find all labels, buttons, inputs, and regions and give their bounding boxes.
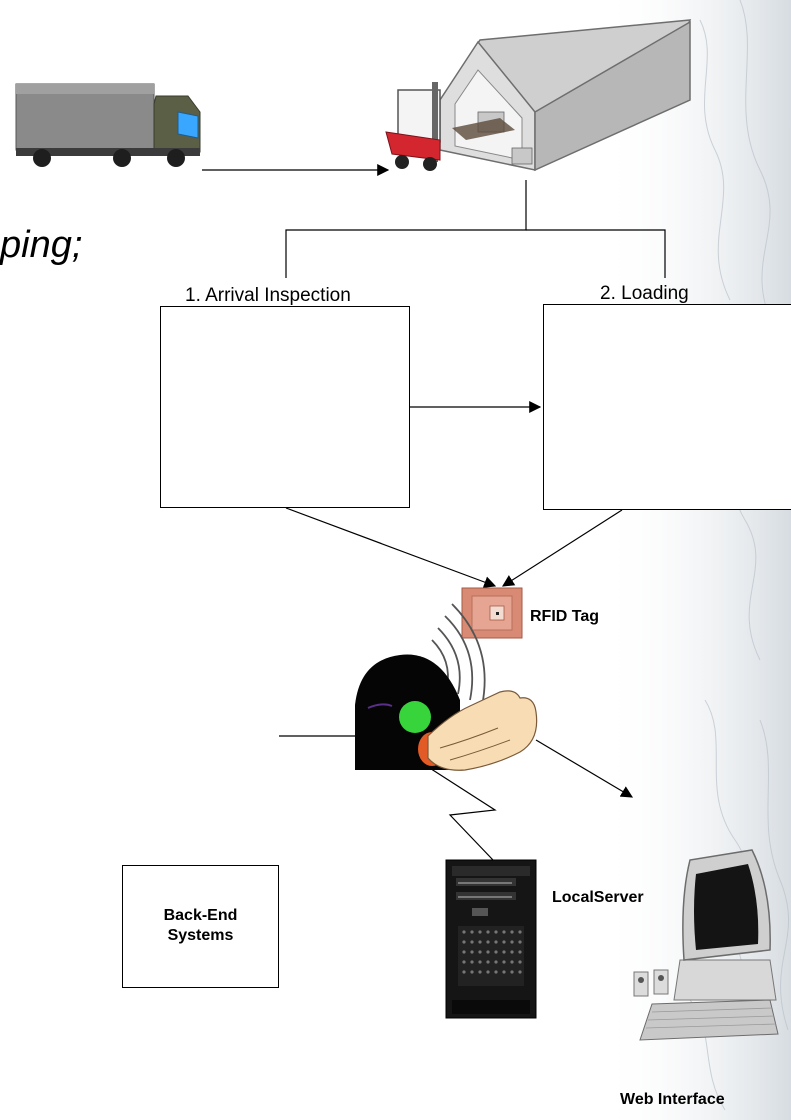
- back-end-systems-box: Back-End Systems: [122, 865, 279, 988]
- rfid-tag-label: RFID Tag: [530, 608, 600, 625]
- back-end-label-line2: Systems: [167, 927, 234, 944]
- warehouse-icon: [438, 19, 692, 172]
- truck-icon: [15, 83, 201, 167]
- forklift-icon: [385, 82, 441, 171]
- station-label-arrival-inspection: 1. Arrival Inspection: [185, 285, 351, 306]
- rfid-tag-icon: [461, 587, 523, 639]
- back-end-label-line1: Back-End: [163, 907, 238, 924]
- speaker-icon: [633, 969, 669, 997]
- server-vents: [462, 930, 522, 974]
- web-interface-label: Web Interface: [620, 1091, 725, 1108]
- desktop-computer-icon: [639, 849, 779, 1041]
- station-label-loading: 2. Loading: [600, 283, 689, 304]
- station-box-loading: [543, 304, 791, 510]
- hand-icon: [418, 690, 538, 771]
- station-box-arrival-inspection: [160, 306, 410, 508]
- server-tower-icon: [445, 859, 537, 1019]
- local-server-label: LocalServer: [552, 889, 644, 906]
- slide-title-fragment: ping;: [0, 224, 83, 266]
